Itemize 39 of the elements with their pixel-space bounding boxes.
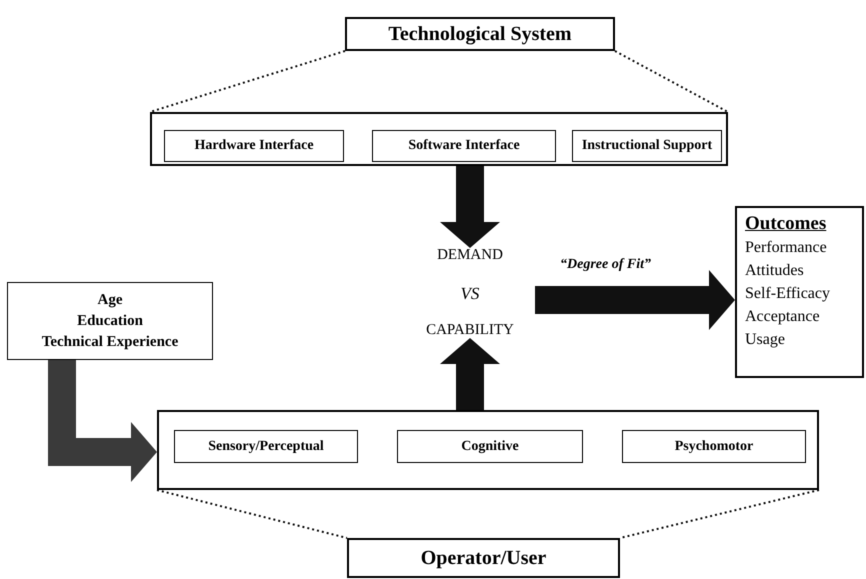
system-box xyxy=(345,17,615,51)
component-box xyxy=(622,430,806,463)
box-label: Psychomotor xyxy=(674,440,754,454)
outcomes-box xyxy=(735,206,864,378)
factor-text: Technical Experience xyxy=(42,332,178,352)
outcome-item: Performance xyxy=(745,238,827,258)
box-label: Software Interface xyxy=(408,139,520,153)
box-label: Cognitive xyxy=(461,440,519,454)
dotted-connector xyxy=(620,489,820,539)
box-label: Hardware Interface xyxy=(194,139,314,153)
component-box xyxy=(397,430,583,463)
edge-label: “Degree of Fit” xyxy=(560,258,651,272)
outcome-item: Self-Efficacy xyxy=(745,284,830,304)
comparison-text: DEMAND xyxy=(437,248,503,263)
comparison-text: VS xyxy=(460,284,480,302)
dotted-connector xyxy=(614,50,728,113)
user-box xyxy=(347,538,620,578)
component-box xyxy=(372,130,556,162)
outcome-item: Acceptance xyxy=(745,306,820,327)
box-label: Operator/User xyxy=(420,548,546,568)
factor-text: Age xyxy=(98,290,122,310)
dotted-connector xyxy=(156,489,348,539)
component-box xyxy=(174,430,358,463)
factor-text: Education xyxy=(77,312,143,330)
box-label: Technological System xyxy=(388,24,572,44)
factors-box xyxy=(7,282,213,360)
dotted-connector xyxy=(150,50,346,113)
system-panel xyxy=(150,112,728,166)
block-arrow xyxy=(535,270,735,330)
outcome-item: Attitudes xyxy=(745,260,804,281)
user-panel xyxy=(157,410,819,490)
outcomes-heading: Outcomes xyxy=(745,212,826,236)
box-label: Sensory/Perceptual xyxy=(208,440,324,454)
component-box xyxy=(164,130,344,162)
component-box xyxy=(572,130,722,162)
comparison-text: CAPABILITY xyxy=(426,323,514,338)
outcome-item: Usage xyxy=(745,330,785,350)
box-label: Instructional Support xyxy=(582,139,712,153)
block-arrow xyxy=(440,166,500,248)
